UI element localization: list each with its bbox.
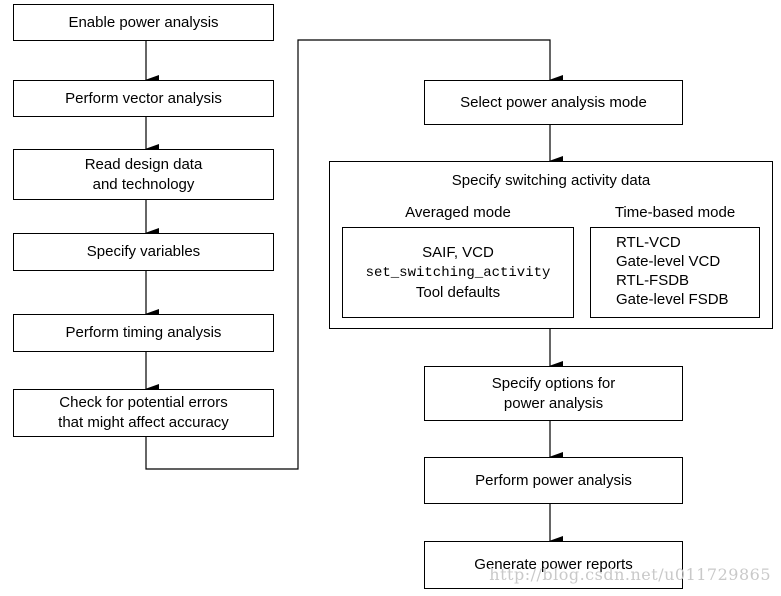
specify-options-step: Specify options for power analysis [424,366,683,421]
connector-left-to-right [145,39,563,470]
time-based-item-rtl-vcd: RTL-VCD [616,234,681,251]
timing-analysis-label: Perform timing analysis [65,324,222,341]
read-design-data-step: Read design data and technology [13,149,274,200]
time-based-item-gate-vcd: Gate-level VCD [616,253,721,270]
switching-activity-title: Specify switching activity data [451,172,651,189]
check-errors-line1: Check for potential errors [59,394,228,411]
enable-power-analysis-label: Enable power analysis [68,13,219,31]
check-errors-step: Check for potential errors that might af… [13,389,274,437]
perform-power-analysis-label: Perform power analysis [475,471,632,489]
generate-reports-label: Generate power reports [474,556,633,573]
vector-analysis-label: Perform vector analysis [65,89,222,107]
time-based-item-gate-fsdb: Gate-level FSDB [616,291,729,308]
time-based-item-rtl-fsdb: RTL-FSDB [616,272,690,289]
specify-variables-label: Specify variables [86,243,201,260]
averaged-mode-box: SAIF, VCD set_switching_activity Tool de… [342,227,574,318]
averaged-mode-label: Averaged mode [405,204,511,221]
timing-analysis-step: Perform timing analysis [13,314,274,352]
specify-options-line2: power analysis [503,394,604,412]
enable-power-analysis-step: Enable power analysis [13,4,274,41]
read-design-line2: and technology [92,175,195,193]
averaged-item-defaults: Tool defaults [415,283,501,301]
time-based-mode-label: Time-based mode [614,204,736,221]
averaged-item-saif-vcd: SAIF, VCD [422,243,494,261]
time-based-mode-box: RTL-VCD Gate-level VCD RTL-FSDB Gate-lev… [590,227,760,318]
generate-reports-step: Generate power reports [424,541,683,589]
select-mode-label: Select power analysis mode [460,93,647,111]
select-mode-step: Select power analysis mode [424,80,683,125]
watermark: http://blog.csdn.net/u011729865 [489,565,771,584]
vector-analysis-step: Perform vector analysis [13,80,274,117]
read-design-line1: Read design data [84,155,203,173]
check-errors-line2: that might affect accuracy [58,414,229,431]
perform-power-analysis-step: Perform power analysis [424,457,683,504]
specify-options-line1: Specify options for [491,374,616,392]
specify-variables-step: Specify variables [13,233,274,271]
averaged-item-command: set_switching_activity [365,264,551,281]
